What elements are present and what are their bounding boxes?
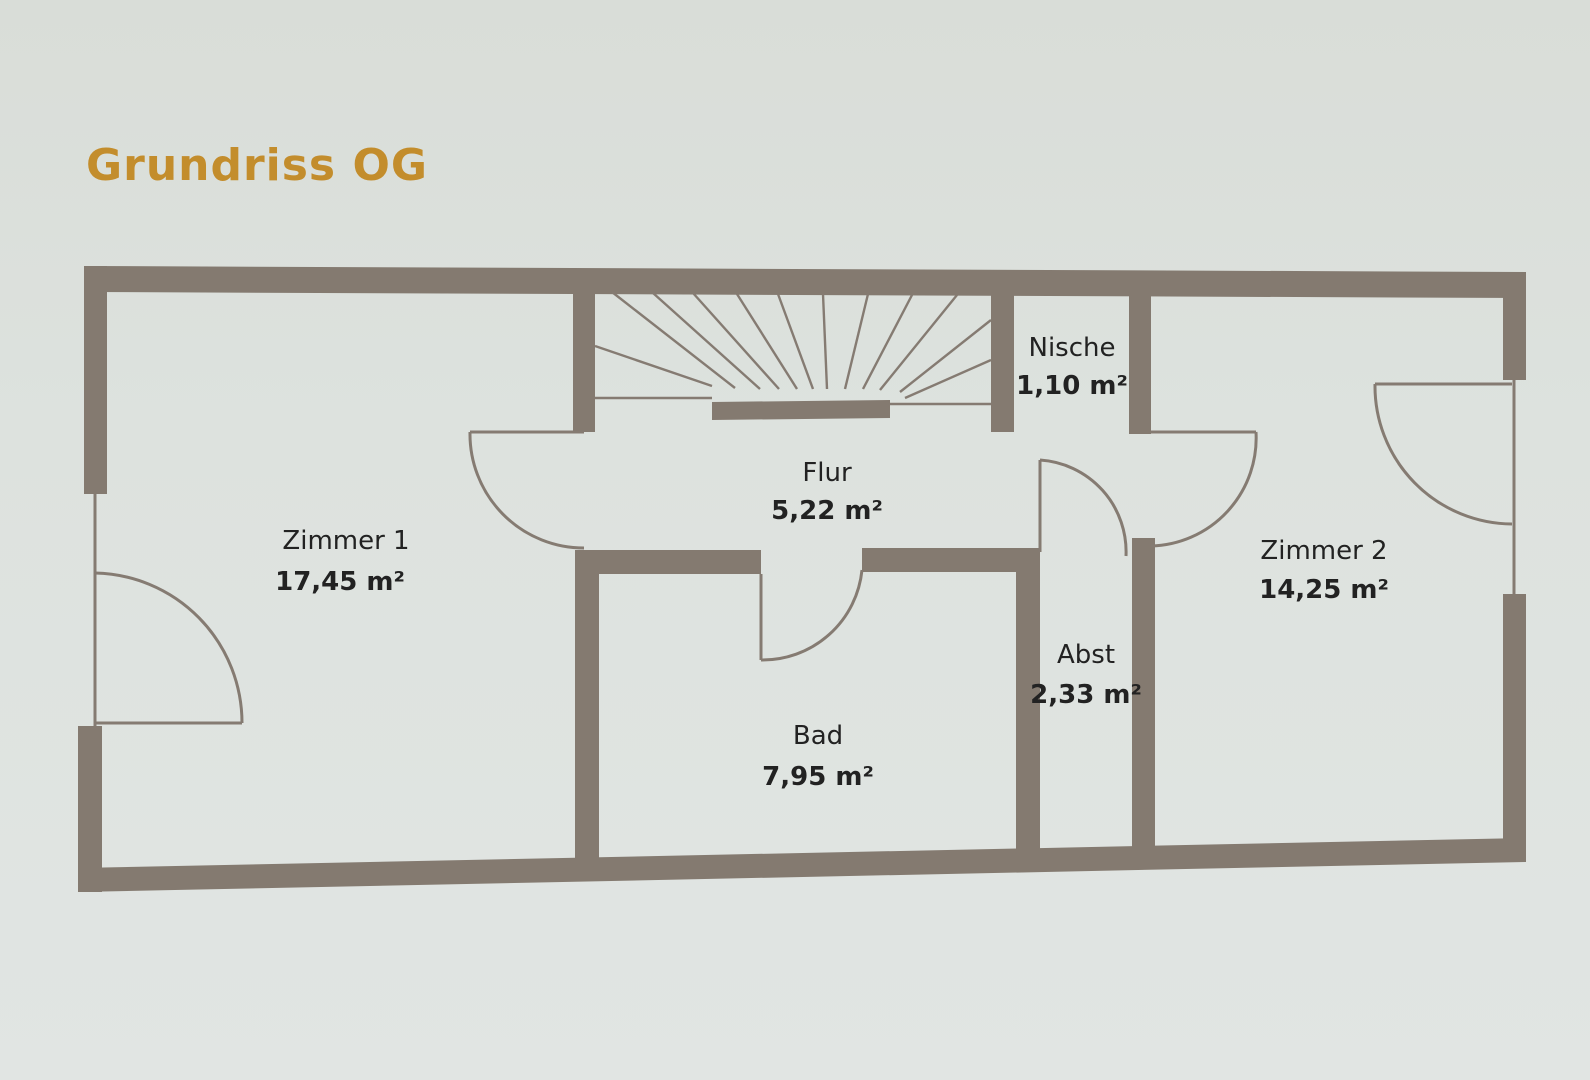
stair-wall-left <box>573 290 595 432</box>
stair-wall-right <box>991 292 1014 432</box>
outer-wall-right-lower <box>1503 594 1526 862</box>
room-name-bad: Bad <box>793 721 843 751</box>
room-name-nische: Nische <box>1029 333 1116 363</box>
room-area-zimmer-2: 14,25 m² <box>1259 575 1389 605</box>
room-area-nische: 1,10 m² <box>1016 371 1128 401</box>
outer-wall-bottom <box>78 838 1526 892</box>
door-bad <box>759 569 864 662</box>
stair-landing-bar <box>712 400 890 420</box>
room-name-abst: Abst <box>1057 640 1115 670</box>
staircase <box>594 291 992 406</box>
plan-title: Grundriss OG <box>86 140 428 191</box>
door-zimmer2-flur <box>1150 430 1258 548</box>
door-zimmer1-flur <box>468 430 585 550</box>
room-area-zimmer-1: 17,45 m² <box>275 567 405 597</box>
door-zimmer1-window <box>93 571 244 725</box>
bad-top-wall-right <box>862 548 1037 572</box>
room-name-zimmer-2: Zimmer 2 <box>1260 536 1387 566</box>
room-area-flur: 5,22 m² <box>771 496 883 526</box>
partition-abst-zimmer2 <box>1132 538 1155 848</box>
room-name-zimmer-1: Zimmer 1 <box>282 526 409 556</box>
walls <box>78 266 1526 892</box>
room-area-bad: 7,95 m² <box>762 762 874 792</box>
partition-zimmer1-bad <box>575 552 599 864</box>
outer-wall-top <box>86 266 1526 298</box>
outer-wall-left-lower <box>78 726 102 892</box>
partition-bad-abst <box>1016 548 1040 852</box>
room-area-abst: 2,33 m² <box>1030 680 1142 710</box>
doors <box>93 382 1513 725</box>
bad-top-wall-left <box>575 550 761 574</box>
room-name-flur: Flur <box>802 458 852 488</box>
nische-wall-right <box>1129 294 1151 434</box>
door-zimmer2-window <box>1373 382 1513 526</box>
outer-wall-right-upper <box>1503 272 1526 380</box>
outer-wall-left-upper <box>84 266 107 494</box>
door-abst <box>1038 458 1128 557</box>
room-labels: Zimmer 1 17,45 m² Flur 5,22 m² Nische 1,… <box>275 333 1389 792</box>
